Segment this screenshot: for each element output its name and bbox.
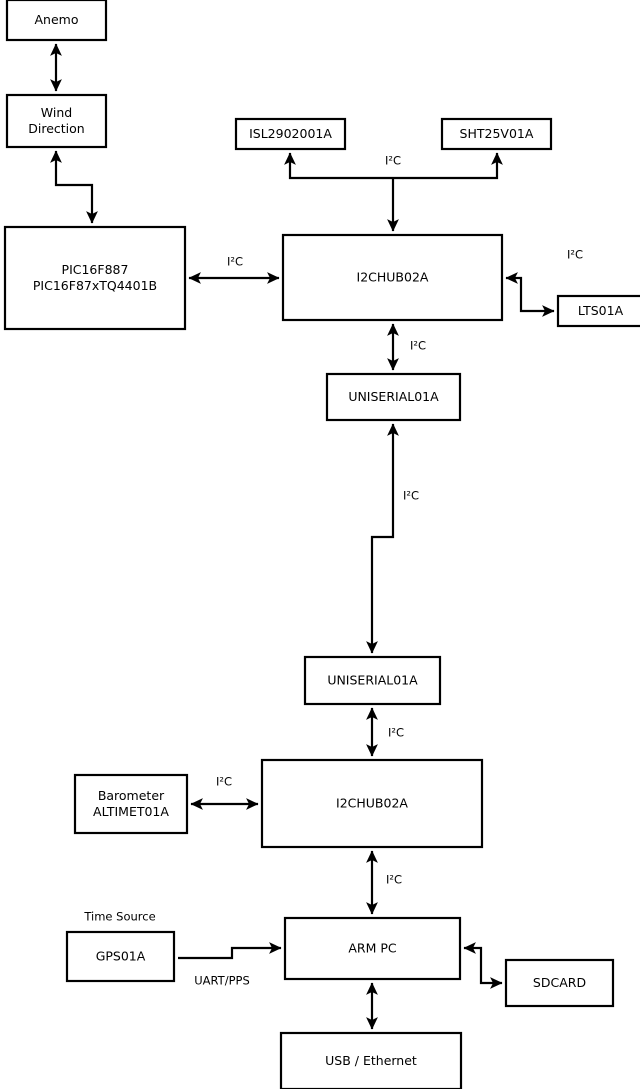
edge-line-hub-lts [505,272,555,317]
node-box-arm_pc[interactable] [283,916,462,981]
edge-arm-sdcard [463,942,503,989]
edge-uniserial-link: I²C [366,423,419,654]
edge-label-pic-hub: I²C [227,255,243,269]
node-hub_top[interactable]: I2CHUB02A [281,233,504,322]
free-label-time-source: Time Source [83,910,155,924]
edge-label-uniserial-hub-bot: I²C [388,726,404,740]
edge-gps-arm: UART/PPS [178,942,282,988]
node-anemo[interactable]: Anemo [5,0,108,42]
edge-line-wind-pic [50,150,98,224]
node-box-lts[interactable] [556,294,640,328]
node-sht[interactable]: SHT25V01A [440,117,553,151]
node-lts[interactable]: LTS01A [556,294,640,328]
edge-hub-lts: I²C [505,248,583,317]
node-label-usb_eth: USB / Ethernet [325,1053,417,1068]
node-box-hub_bot[interactable] [260,758,484,849]
node-usb_eth[interactable]: USB / Ethernet [279,1031,463,1089]
edge-barometer-hub: I²C [190,775,259,810]
node-box-uniserial_lo[interactable] [303,655,442,706]
node-label-uniserial_up: UNISERIAL01A [348,389,439,404]
node-gps[interactable]: GPS01A [65,930,176,983]
edge-hub-uniserial-up: I²C [387,323,426,371]
edges-layer: I²C I²C I²C I²C I²C I²C I²C I²C UART/PPS [50,43,583,1030]
node-uniserial_lo[interactable]: UNISERIAL01A [303,655,442,706]
edge-label-hub-sensors: I²C [385,154,401,168]
node-label-uniserial_lo: UNISERIAL01A [327,672,418,687]
edge-label-uniserial-link: I²C [403,489,419,503]
edge-label-barometer-hub: I²C [216,775,232,789]
node-box-pic[interactable] [3,225,187,331]
node-box-gps[interactable] [65,930,176,983]
edge-wind-pic [50,150,98,224]
edge-label-hub-arm: I²C [386,873,402,887]
node-box-barometer[interactable] [73,773,189,835]
node-isl[interactable]: ISL2902001A [234,117,347,151]
edge-pic-hub: I²C [188,255,280,284]
node-box-sdcard[interactable] [504,958,615,1008]
edge-hub-sensors: I²C [284,152,503,180]
edge-hub-arm: I²C [366,850,402,915]
node-box-usb_eth[interactable] [279,1031,463,1089]
node-box-uniserial_up[interactable] [325,372,462,422]
edge-line-uniserial-link [366,423,399,654]
node-box-hub_top[interactable] [281,233,504,322]
edge-line-arm-sdcard [463,942,503,989]
edge-label-hub-uniserial-up: I²C [410,339,426,353]
node-box-wind_dir[interactable] [5,93,108,149]
node-arm_pc[interactable]: ARM PC [283,916,462,981]
node-box-sht[interactable] [440,117,553,151]
node-label-arm_pc: ARM PC [348,940,397,955]
node-label-anemo: Anemo [35,12,79,27]
edge-uniserial-hub-bot: I²C [366,707,404,757]
node-label-gps: GPS01A [96,948,146,963]
node-box-anemo[interactable] [5,0,108,42]
node-label-sdcard: SDCARD [533,975,586,990]
node-label-isl: ISL2902001A [249,126,332,141]
edge-label-hub-lts: I²C [567,248,583,262]
free-labels-layer: Time Source [83,910,155,924]
node-sdcard[interactable]: SDCARD [504,958,615,1008]
node-label-lts: LTS01A [578,303,624,318]
node-label-sht: SHT25V01A [460,126,534,141]
edge-line-gps-arm [178,942,282,960]
node-box-isl[interactable] [234,117,347,151]
node-uniserial_up[interactable]: UNISERIAL01A [325,372,462,422]
edge-label-gps-arm: UART/PPS [194,974,250,988]
node-label-hub_top: I2CHUB02A [357,269,429,284]
node-hub_bot[interactable]: I2CHUB02A [260,758,484,849]
node-label-hub_bot: I2CHUB02A [336,795,408,810]
